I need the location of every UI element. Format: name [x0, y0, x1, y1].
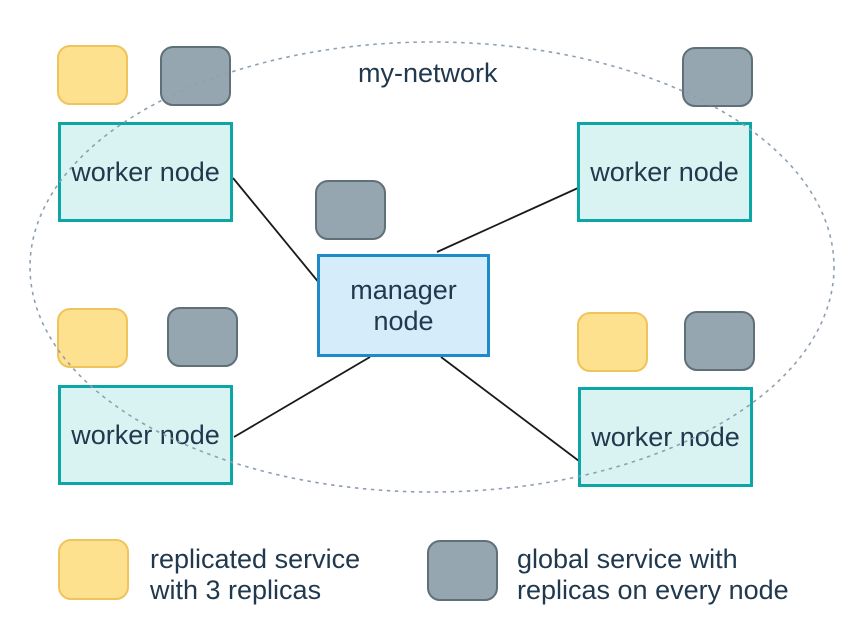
- manager-node-label: manager node: [350, 275, 457, 336]
- worker-node-label: worker node: [71, 156, 220, 187]
- replicated-service-icon: [57, 308, 128, 368]
- legend-replicated-service-icon: [58, 539, 129, 600]
- legend-global-service-icon: [427, 540, 498, 601]
- replicated-service-icon: [57, 45, 128, 105]
- global-service-icon: [167, 307, 238, 367]
- legend-global-service-label: global service with replicas on every no…: [517, 544, 789, 605]
- worker-node-top-left: worker node: [58, 122, 233, 222]
- worker-node-top-right: worker node: [577, 122, 752, 222]
- worker-node-label: worker node: [71, 419, 220, 450]
- network-label: my-network: [358, 58, 498, 88]
- link-manager-worker-bottom-right: [440, 356, 580, 462]
- worker-node-bottom-right: worker node: [578, 387, 753, 487]
- link-manager-worker-top-right: [436, 187, 579, 253]
- manager-node: manager node: [317, 254, 490, 357]
- global-service-icon: [682, 47, 753, 107]
- worker-node-bottom-left: worker node: [58, 385, 233, 485]
- link-manager-worker-top-left: [232, 177, 321, 285]
- worker-node-label: worker node: [591, 421, 740, 452]
- legend-replicated-service-label: replicated service with 3 replicas: [150, 544, 361, 605]
- replicated-service-icon: [577, 312, 648, 372]
- global-service-icon: [684, 311, 755, 371]
- global-service-icon: [160, 46, 231, 106]
- link-manager-worker-bottom-left: [233, 356, 371, 438]
- worker-node-label: worker node: [590, 156, 739, 187]
- global-service-icon: [315, 180, 386, 240]
